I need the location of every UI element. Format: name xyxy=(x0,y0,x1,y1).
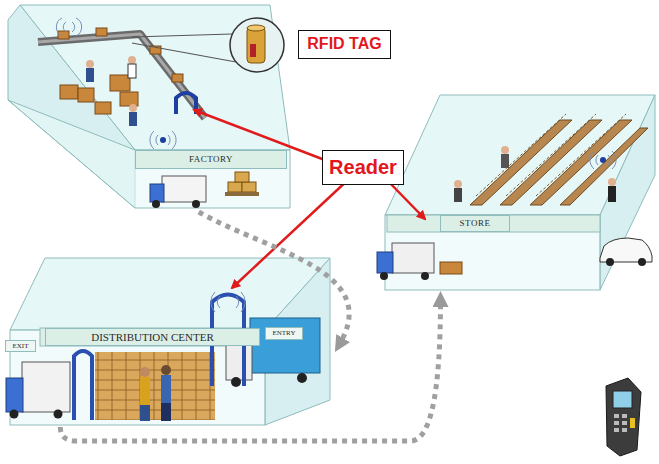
building-name: DISTRIBUTION CENTER xyxy=(91,332,214,343)
door-sign: EXIT xyxy=(5,340,36,352)
distribution-center-building: DISTRIBUTION CENTER EXIT ENTRY xyxy=(5,255,330,425)
handheld-reader-icon xyxy=(606,378,641,456)
callout-box: Reader xyxy=(322,150,404,185)
callout-label: RFID TAG xyxy=(307,35,382,53)
flow-arrow xyxy=(60,299,440,441)
rfid-tag-magnifier xyxy=(132,18,284,72)
store-illustration xyxy=(377,95,655,290)
distribution-center-illustration xyxy=(6,258,330,425)
callout-label: Reader xyxy=(329,156,397,179)
door-sign: ENTRY xyxy=(265,327,303,340)
building-name: FACTORY xyxy=(189,155,233,164)
building-name: STORE xyxy=(460,219,491,228)
factory-building: FACTORY xyxy=(5,3,290,210)
building-sign: STORE xyxy=(440,215,510,232)
flow-arrow xyxy=(199,212,349,345)
door-label: EXIT xyxy=(13,343,29,350)
callout-box: RFID TAG xyxy=(298,30,391,59)
building-sign: DISTRIBUTION CENTER xyxy=(45,328,260,346)
store-building: STORE xyxy=(380,95,655,290)
factory-illustration xyxy=(8,5,290,208)
building-sign: FACTORY xyxy=(135,150,287,169)
door-label: ENTRY xyxy=(273,330,296,337)
